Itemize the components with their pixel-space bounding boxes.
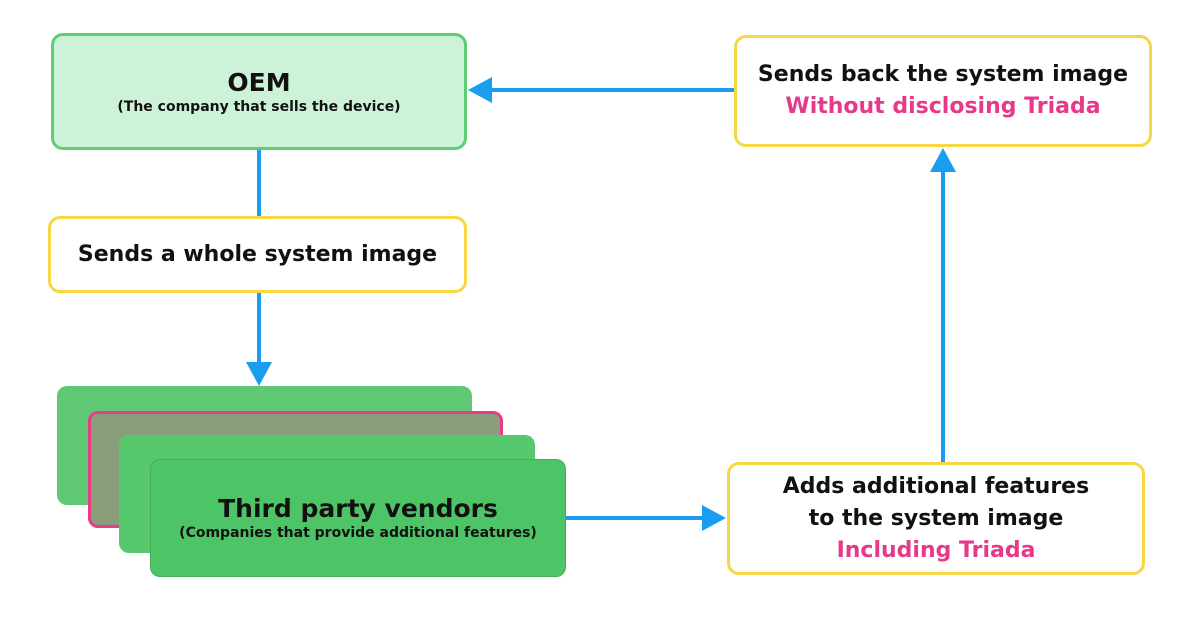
oem-subtitle: (The company that sells the device) (117, 98, 401, 115)
add-features-highlight: Including Triada (836, 537, 1036, 563)
send-back-box: Sends back the system image Without disc… (734, 35, 1152, 147)
send-system-image-label: Sends a whole system image (77, 241, 438, 267)
arrowhead-right-icon (702, 505, 726, 531)
send-back-line1: Sends back the system image (757, 62, 1129, 87)
oem-title: OEM (227, 67, 291, 97)
vendors-subtitle: (Companies that provide additional featu… (179, 525, 537, 541)
arrowhead-up-icon (930, 148, 956, 172)
vendors-box: Third party vendors (Companies that prov… (150, 459, 566, 577)
arrowhead-left-icon (468, 77, 492, 103)
add-features-box: Adds additional features to the system i… (727, 462, 1145, 575)
send-system-image-box: Sends a whole system image (48, 216, 467, 293)
add-features-line1: Adds additional features (782, 473, 1090, 499)
send-back-highlight: Without disclosing Triada (785, 94, 1101, 119)
oem-box: OEM (The company that sells the device) (51, 33, 467, 150)
vendors-title: Third party vendors (218, 494, 498, 523)
arrowhead-down-icon (246, 362, 272, 386)
add-features-line2: to the system image (808, 505, 1064, 531)
